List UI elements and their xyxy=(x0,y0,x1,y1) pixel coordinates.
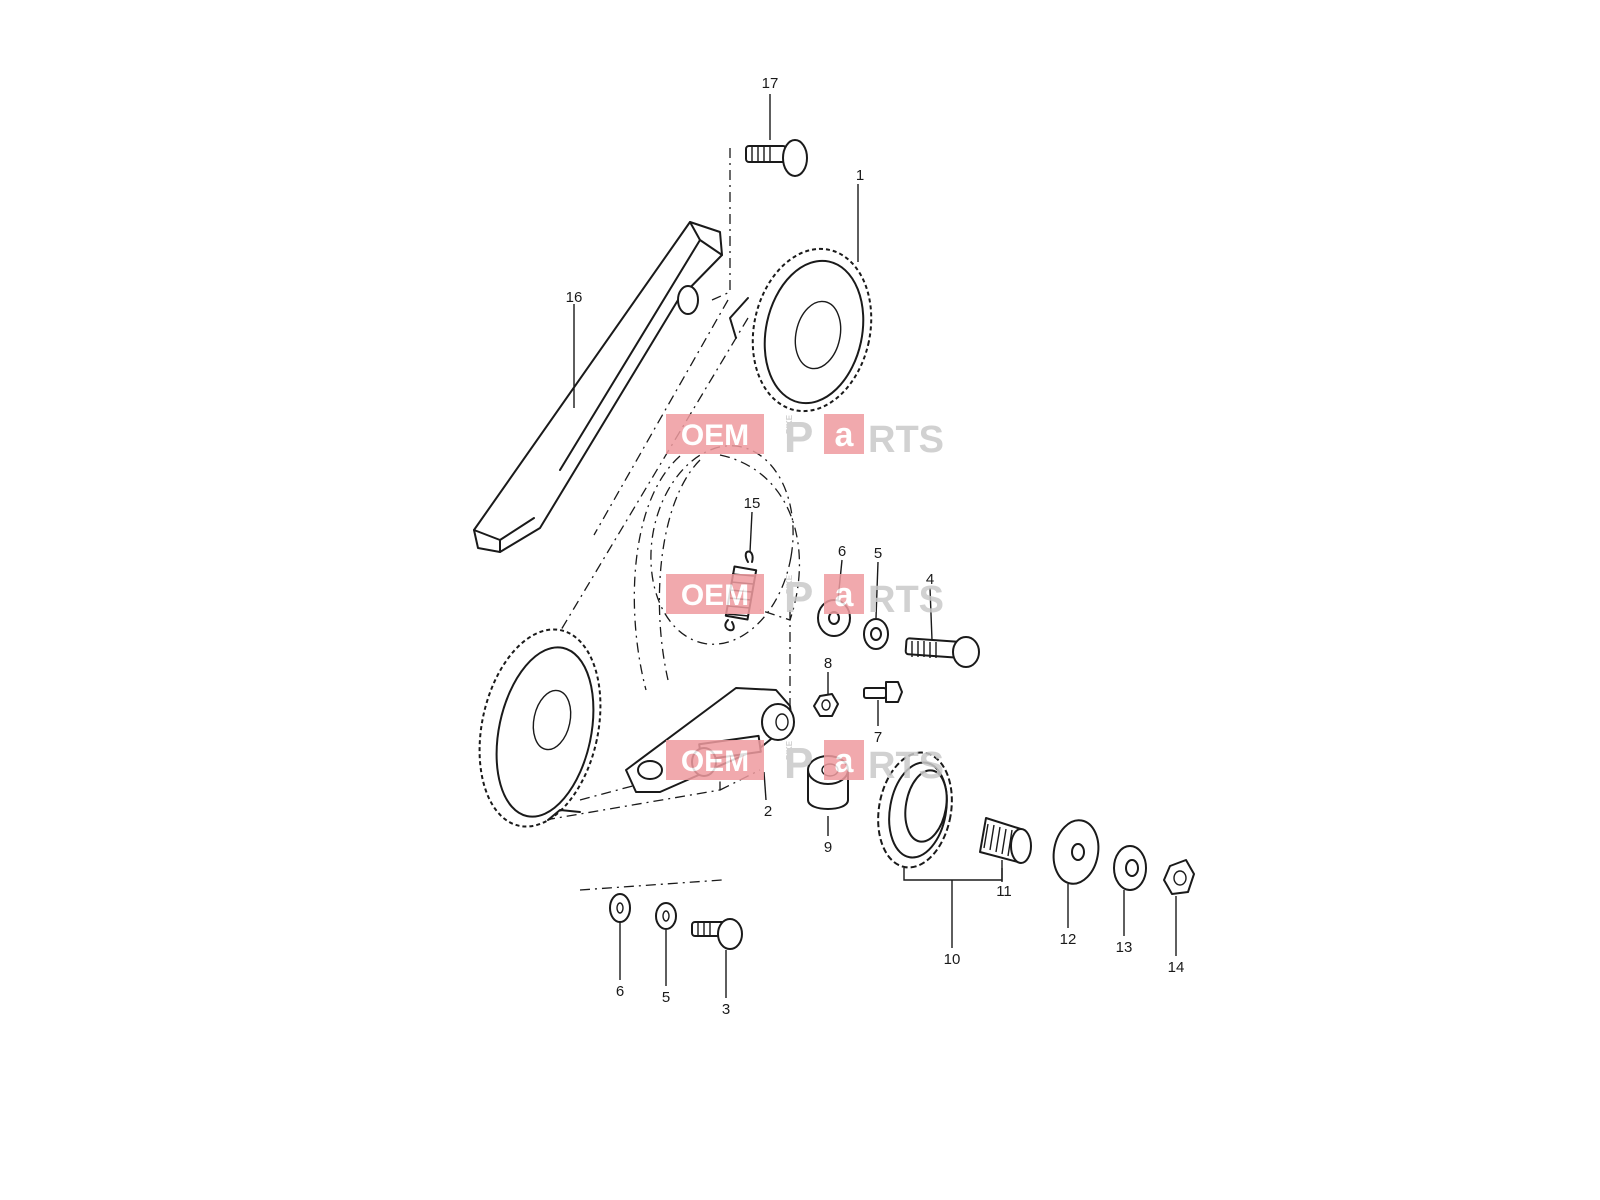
callout-17: 17 xyxy=(762,75,779,92)
washer-part-12 xyxy=(1052,819,1100,885)
watermark-3: OEM BIKE P a RTS xyxy=(666,739,944,788)
watermark-oem: OEM xyxy=(681,745,749,778)
chain-guide-part-16 xyxy=(473,221,723,553)
idler-sprocket-part-10 xyxy=(877,751,953,869)
callout-labels: 17 1 16 15 6 5 4 8 7 2 9 11 10 12 13 14 … xyxy=(566,75,1185,1018)
nut-part-8 xyxy=(813,693,839,717)
callout-14: 14 xyxy=(1168,959,1185,976)
watermark-bike: BIKE xyxy=(785,574,794,594)
watermark-p: P xyxy=(784,573,813,622)
watermark-oem: OEM xyxy=(681,579,749,612)
callout-5-lower: 5 xyxy=(662,989,670,1006)
callout-11: 11 xyxy=(996,883,1012,900)
callout-13: 13 xyxy=(1116,939,1133,956)
watermark-oem: OEM xyxy=(681,419,749,452)
bolt-part-7 xyxy=(863,681,903,703)
cam-sprocket-part-1 xyxy=(729,247,873,413)
callout-10: 10 xyxy=(944,951,961,968)
callout-6-lower: 6 xyxy=(616,983,624,1000)
watermark-p: P xyxy=(784,739,813,788)
lockwasher-part-13 xyxy=(1113,845,1147,891)
watermark-bike: BIKE xyxy=(785,414,794,434)
bolt-part-4 xyxy=(904,636,980,668)
watermark-rts: RTS xyxy=(868,419,944,461)
callout-4: 4 xyxy=(926,571,934,588)
callout-15: 15 xyxy=(744,495,761,512)
callout-9: 9 xyxy=(824,839,832,856)
lockwasher-part-5-upper xyxy=(863,618,889,650)
callout-7: 7 xyxy=(874,729,882,746)
watermark-a: a xyxy=(835,576,855,614)
watermark-a: a xyxy=(835,416,855,454)
crank-disc xyxy=(650,445,794,645)
callout-2: 2 xyxy=(764,803,772,820)
watermark-1: OEM BIKE P a RTS xyxy=(666,413,944,462)
watermark-p: P xyxy=(784,413,813,462)
callout-8: 8 xyxy=(824,655,832,672)
callout-5-upper: 5 xyxy=(874,545,882,562)
callout-16: 16 xyxy=(566,289,583,306)
watermark-a: a xyxy=(835,742,855,780)
watermark-rts: RTS xyxy=(868,579,944,621)
callout-3: 3 xyxy=(722,1001,730,1018)
watermark-rts: RTS xyxy=(868,745,944,787)
lower-sprocket xyxy=(478,628,602,828)
washer-part-6-lower xyxy=(609,893,631,923)
callout-1: 1 xyxy=(856,167,864,184)
watermark-2: OEM BIKE P a RTS xyxy=(666,573,944,622)
nut-part-14 xyxy=(1163,859,1195,895)
bearing-part-11 xyxy=(979,817,1032,864)
watermark-bike: BIKE xyxy=(785,740,794,760)
callout-6-upper: 6 xyxy=(838,543,846,560)
screw-part-17 xyxy=(745,139,808,177)
phantom-lines xyxy=(544,148,801,891)
lockwasher-part-5-lower xyxy=(655,902,677,930)
bolt-part-3 xyxy=(691,918,743,950)
callout-12: 12 xyxy=(1060,931,1077,948)
